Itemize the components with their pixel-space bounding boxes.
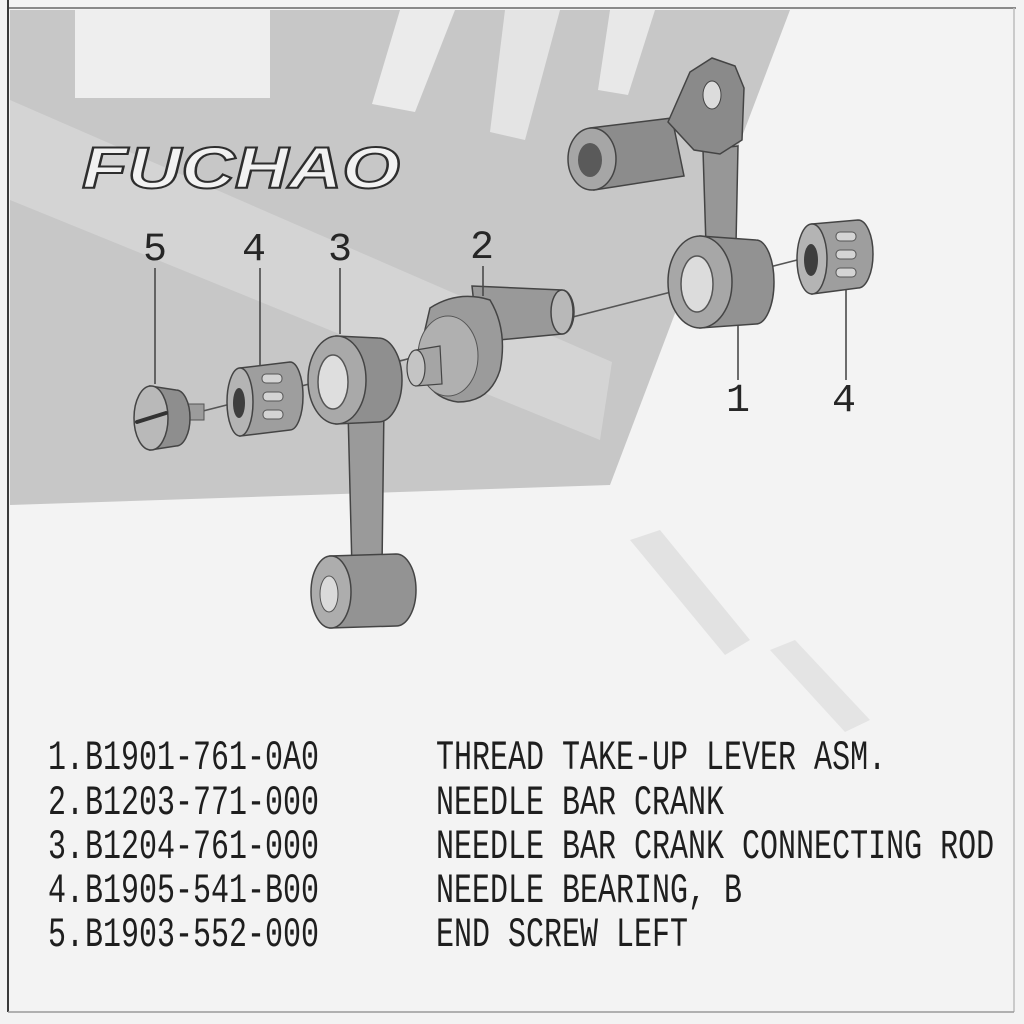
connecting-rod-part [307, 335, 417, 629]
part-index: 3. [48, 824, 85, 872]
callout-labels: 5 4 3 2 1 4 [143, 226, 856, 424]
part-index: 5. [48, 912, 85, 960]
part-description: NEEDLE BAR CRANK CONNECTING ROD [436, 824, 995, 872]
callout-1: 1 [726, 379, 750, 424]
needle-bar-crank-part [406, 285, 575, 403]
parts-list-row: 4. B1905-541-B00 NEEDLE BEARING, B [0, 871, 1024, 913]
callout-2: 2 [470, 226, 494, 271]
leader-lines [154, 266, 847, 384]
rod-bottom-eye [329, 553, 417, 629]
screw-slot [135, 411, 168, 424]
rod-shaft [347, 403, 385, 571]
logo-text: FUCHAO [82, 136, 400, 201]
lever-arm [702, 145, 739, 247]
parts-list-row: 2. B1203-771-000 NEEDLE BAR CRANK [0, 783, 1024, 825]
part-description: THREAD TAKE-UP LEVER ASM. [436, 735, 887, 783]
part-code: B1905-541-B00 [85, 868, 320, 916]
part-description: NEEDLE BEARING, B [436, 868, 743, 916]
part-index: 2. [48, 780, 85, 828]
part-code: B1903-552-000 [85, 912, 320, 960]
callout-3: 3 [328, 228, 352, 273]
callout-4-left: 4 [242, 228, 266, 273]
page-frame [7, 0, 1016, 1013]
parts-list-row: 1. B1901-761-0A0 THREAD TAKE-UP LEVER AS… [0, 738, 1024, 780]
callout-5: 5 [143, 228, 167, 273]
needle-bearing-right-part [796, 219, 874, 295]
end-screw-part [133, 385, 205, 451]
part-index: 4. [48, 868, 85, 916]
part-code: B1901-761-0A0 [85, 735, 320, 783]
part-code: B1204-761-000 [85, 824, 320, 872]
part-description: NEEDLE BAR CRANK [436, 780, 725, 828]
callout-4-right: 4 [832, 379, 856, 424]
needle-bearing-left-part [226, 361, 304, 437]
fuchao-logo: FUCHAO [81, 135, 401, 202]
part-code: B1203-771-000 [85, 780, 320, 828]
parts-list-row: 3. B1204-761-000 NEEDLE BAR CRANK CONNEC… [0, 827, 1024, 869]
part-index: 1. [48, 735, 85, 783]
part-description: END SCREW LEFT [436, 912, 689, 960]
thread-take-up-lever-part [567, 57, 775, 329]
parts-list-row: 5. B1903-552-000 END SCREW LEFT [0, 915, 1024, 957]
